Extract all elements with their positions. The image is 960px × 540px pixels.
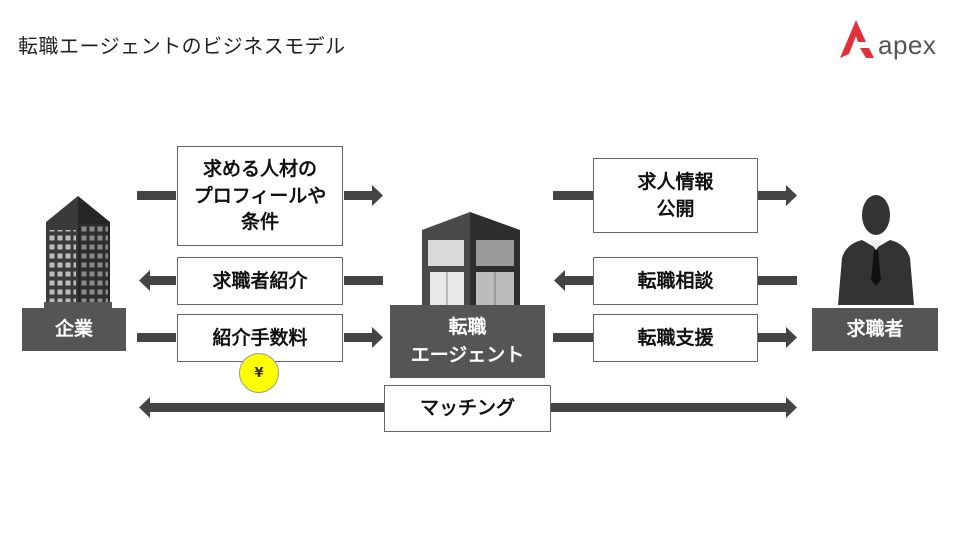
arrow-requirements-left-seg (137, 191, 176, 200)
arrow-support-left-seg (553, 333, 593, 342)
arrow-consult-right-seg (758, 276, 797, 285)
company-node: 企業 (22, 308, 126, 351)
arrows (137, 185, 797, 418)
arrow-matching-left-seg (139, 397, 384, 418)
arrow-jobinfo-right-seg (758, 185, 797, 206)
support-box: 転職支援 (593, 314, 758, 362)
page-title: 転職エージェントのビジネスモデル (18, 34, 346, 58)
arrow-fee-left-seg (137, 333, 176, 342)
agent-node: 転職 エージェント (390, 305, 545, 378)
businessman-icon (838, 195, 914, 305)
requirements-box: 求める人材の プロフィールや 条件 (177, 146, 343, 246)
arrow-support-right-seg (758, 327, 797, 348)
agent-building-icon (422, 212, 520, 305)
arrow-matching-right-seg (551, 397, 797, 418)
arrow-requirements-right-seg (344, 185, 383, 206)
arrow-fee-right-seg (344, 327, 383, 348)
yen-coin-icon: ¥ (239, 353, 279, 393)
job-info-box: 求人情報 公開 (593, 158, 758, 233)
matching-box: マッチング (384, 385, 551, 432)
office-building-icon (44, 196, 112, 310)
apex-logo: apex (836, 14, 956, 64)
fee-box: 紹介手数料 (177, 314, 343, 362)
arrow-jobinfo-left-seg (553, 191, 593, 200)
consultation-box: 転職相談 (593, 257, 758, 305)
introduce-seekers-box: 求職者紹介 (177, 257, 343, 305)
apex-logo-mark-icon (840, 20, 874, 58)
logo-text: apex (878, 30, 937, 60)
seeker-node: 求職者 (812, 308, 938, 351)
arrow-consult-left-seg (554, 270, 593, 291)
arrow-introduce-right-seg (344, 276, 383, 285)
arrow-introduce-left-seg (139, 270, 176, 291)
